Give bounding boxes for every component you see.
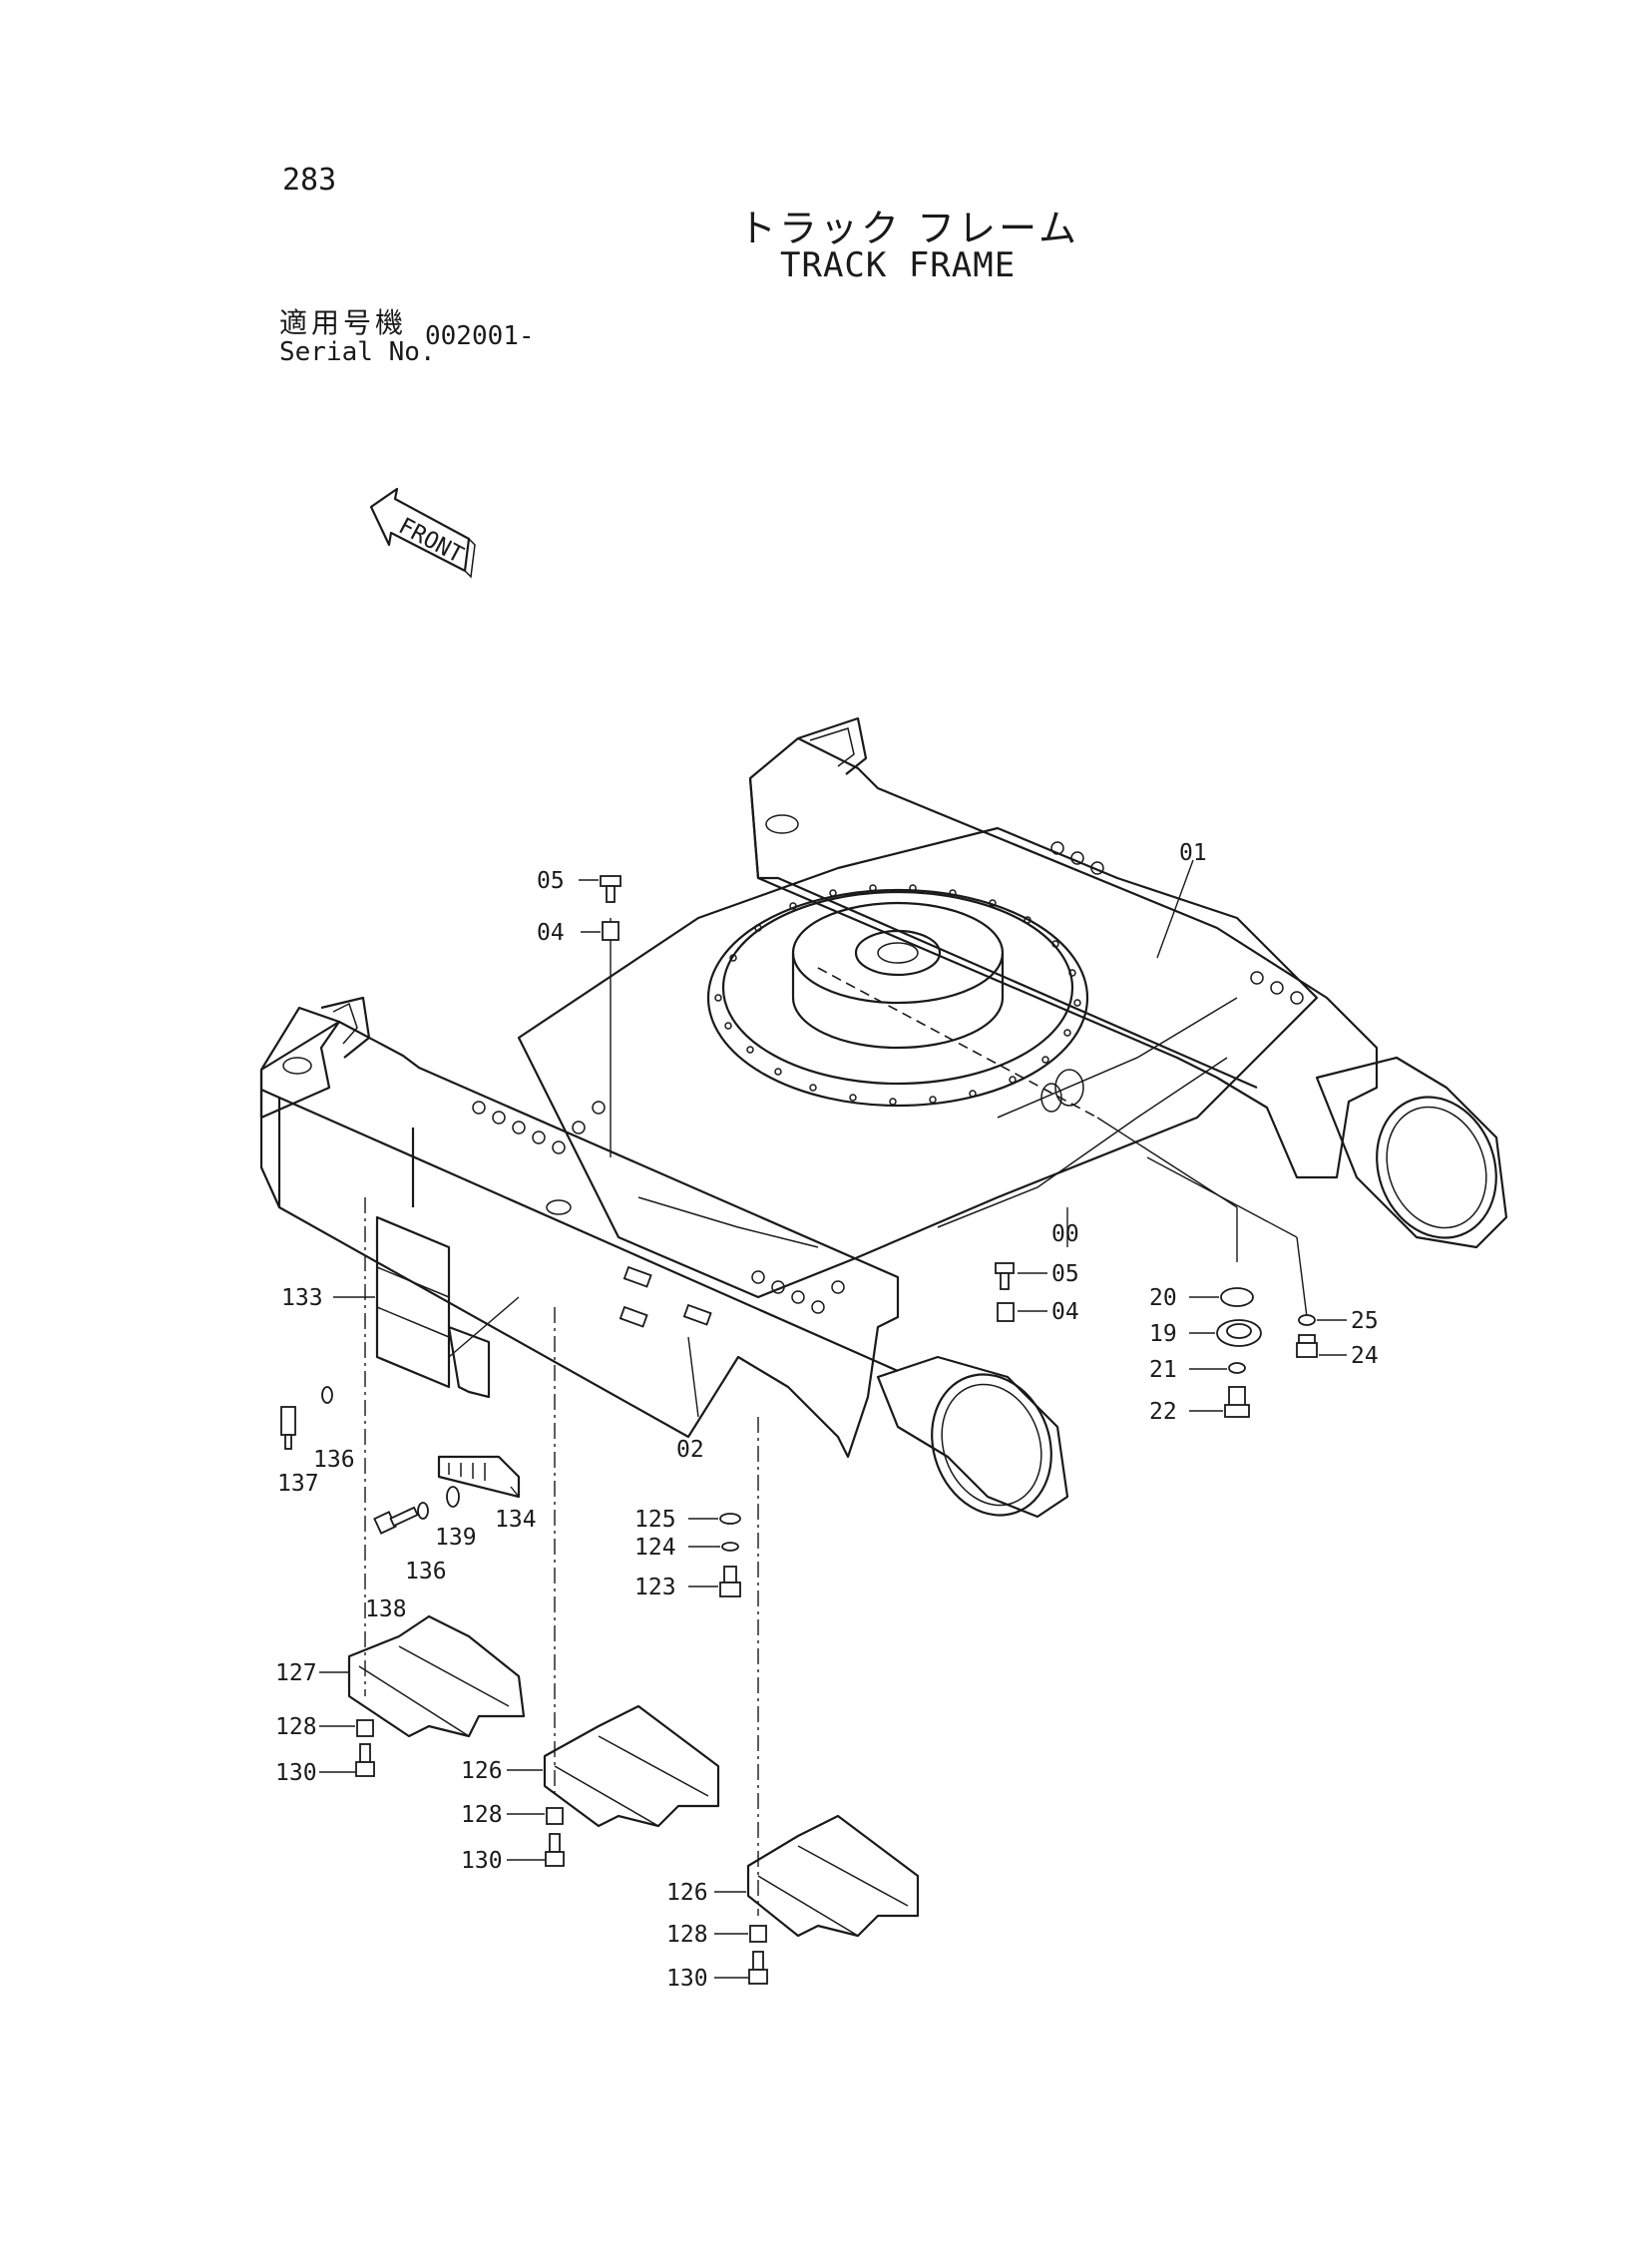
callout-139: 139 [435,1525,477,1551]
callout-137: 137 [277,1471,319,1497]
title-japanese: トラック フレーム [738,207,1079,250]
callout-05-top: 05 [537,868,565,894]
plug-20 [1220,1287,1254,1307]
serial-label-english: Serial No. [279,337,436,367]
track-guide-127 [347,1614,526,1738]
washer-124 [721,1542,739,1552]
track-guide-126-b [746,1814,920,1938]
bolt-22 [1224,1386,1250,1418]
front-label: FRONT [394,513,467,569]
bolt-05-top [600,875,621,903]
track-frame-main-body [259,716,1508,1519]
grease-fitting-19 [1216,1319,1262,1347]
callout-130-c: 130 [666,1966,708,1992]
callout-24: 24 [1351,1343,1379,1369]
washer-21 [1228,1362,1246,1374]
bolt-05-right [995,1262,1015,1290]
bolt-130-b [545,1833,565,1867]
callout-123: 123 [634,1575,676,1600]
page-number: 283 [282,163,337,198]
callout-20: 20 [1149,1285,1177,1311]
front-arrow-icon: FRONT [369,487,476,579]
callout-02: 02 [676,1437,704,1463]
callout-leaders [319,859,1347,1979]
washer-25 [1298,1314,1316,1326]
washer-136-b [417,1502,429,1520]
callout-05-right: 05 [1051,1261,1079,1287]
spacer-128-c [749,1925,767,1943]
callout-130-b: 130 [461,1848,503,1874]
callout-124: 124 [634,1535,676,1561]
spacer-128-b [546,1807,564,1825]
bolt-24 [1296,1334,1318,1358]
callout-22: 22 [1149,1399,1177,1425]
callout-25: 25 [1351,1308,1379,1334]
callout-134: 134 [495,1507,537,1533]
callout-01: 01 [1179,840,1207,866]
callout-126-a: 126 [461,1758,503,1784]
bracket-134 [437,1455,521,1499]
callout-128-b: 128 [461,1802,503,1828]
bolt-138 [373,1506,419,1535]
callout-136-b: 136 [405,1559,447,1585]
callout-138: 138 [365,1596,407,1622]
track-guide-126-a [543,1704,720,1828]
callout-133: 133 [281,1285,323,1311]
callout-128-c: 128 [666,1922,708,1948]
guard-133 [375,1215,520,1399]
callout-127: 127 [275,1660,317,1686]
bolt-137 [280,1406,296,1450]
washer-139 [446,1486,460,1508]
bolt-130-a [355,1743,375,1777]
bolt-130-c [748,1951,768,1985]
callout-128-a: 128 [275,1714,317,1740]
callout-130-a: 130 [275,1760,317,1786]
spacer-04-right [997,1302,1015,1322]
callout-19: 19 [1149,1321,1177,1347]
title-english: TRACK FRAME [780,245,1017,285]
explode-lines [364,918,1308,1916]
spacer-128-a [356,1719,374,1737]
washer-125 [719,1513,741,1525]
callout-04-top: 04 [537,920,565,946]
callout-21: 21 [1149,1357,1177,1383]
callout-00: 00 [1051,1221,1079,1247]
spacer-04-top [602,921,620,941]
bolt-123 [719,1566,741,1597]
callout-126-b: 126 [666,1880,708,1906]
callout-04-right: 04 [1051,1299,1079,1325]
washer-136-a [321,1386,333,1404]
serial-number-value: 002001- [425,321,535,351]
callout-136-a: 136 [313,1447,355,1473]
callout-labels: 01 00 02 05 04 05 04 20 19 21 22 25 24 1… [275,840,1379,1992]
serial-label-japanese: 適用号機 [279,306,408,339]
callout-125: 125 [634,1507,676,1533]
